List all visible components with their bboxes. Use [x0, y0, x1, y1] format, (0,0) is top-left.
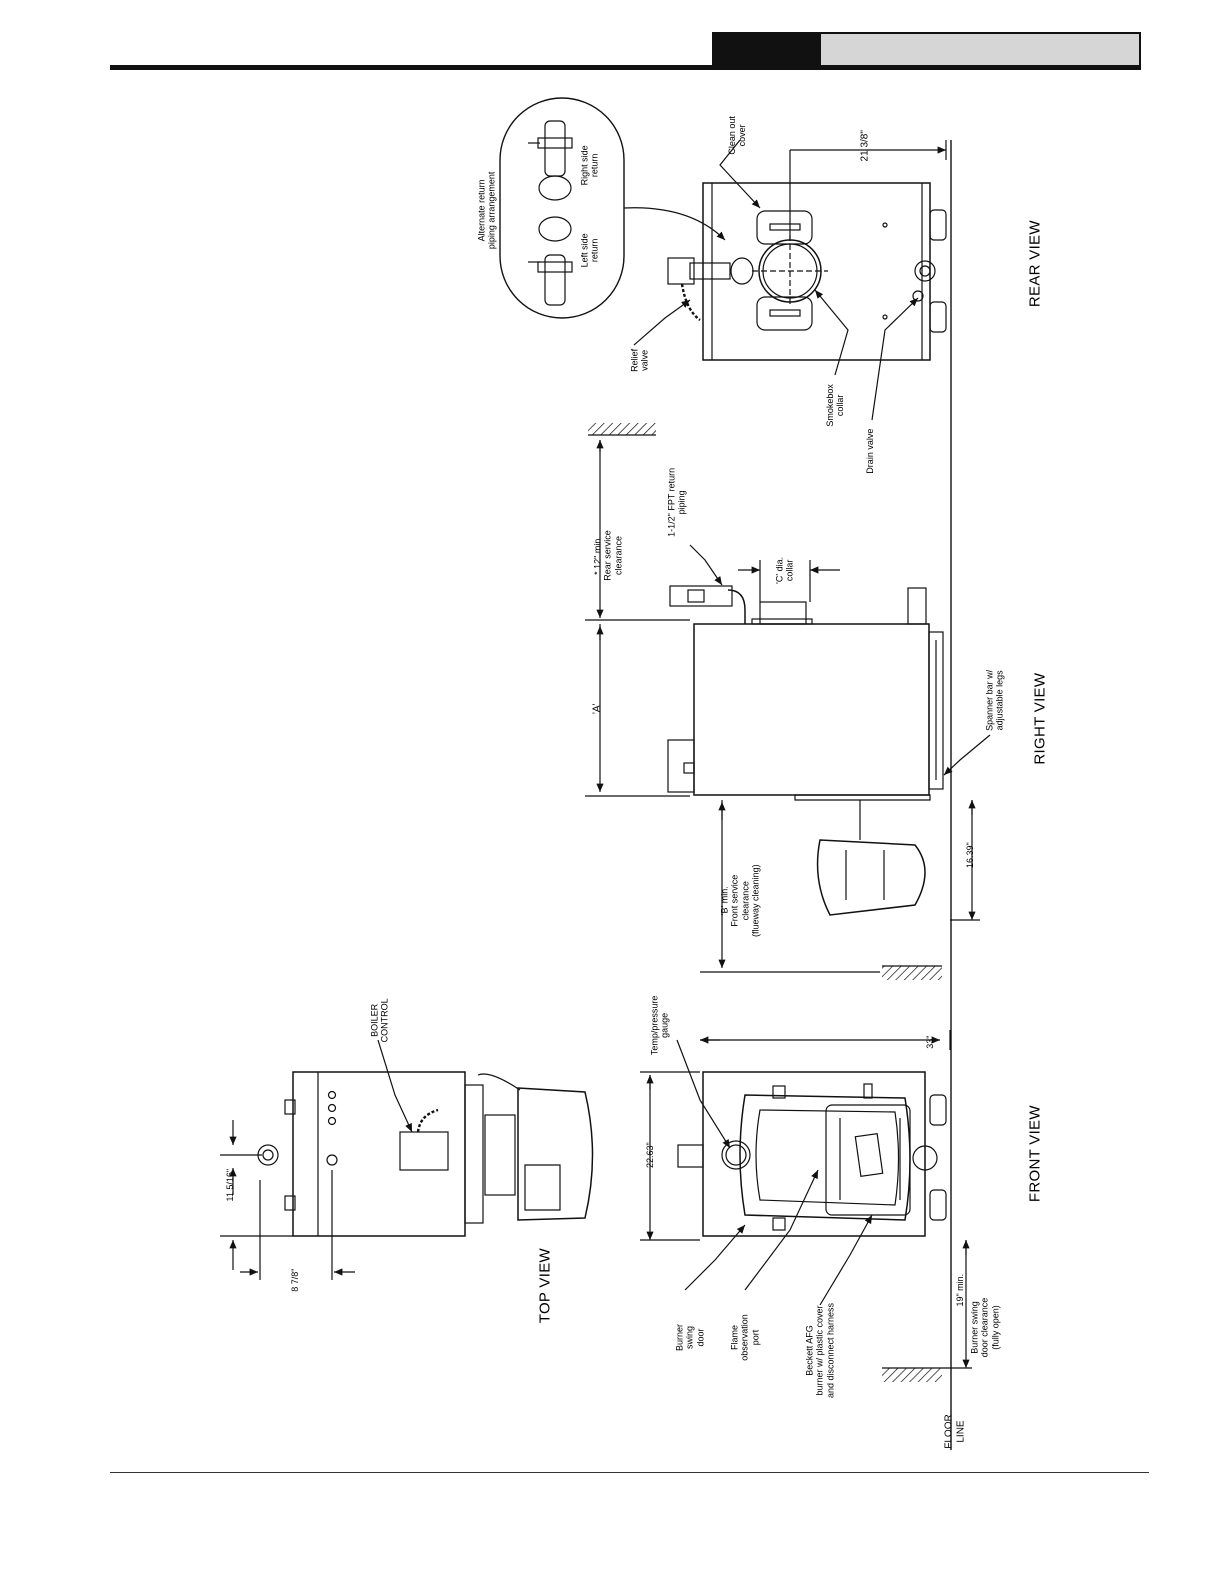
right-view — [585, 423, 991, 980]
beckett-burner-label: Beckett AFG burner w/ plastic cover and … — [804, 1302, 836, 1399]
flame-port-label: Flame observation port — [729, 1314, 761, 1361]
dim-19-min: 19" min. — [954, 1273, 965, 1307]
rear-clearance-label: * 12" min. Rear service clearance — [592, 530, 624, 581]
header-rule — [110, 65, 1141, 70]
alternate-return-detail — [499, 97, 726, 319]
dim-a-label: 'A' — [591, 703, 603, 715]
dim-33: 33" — [924, 1035, 935, 1049]
swing-clearance-label: Burner swing door clearance (fully open) — [969, 1297, 1001, 1358]
drain-valve-label: Drain valve — [864, 428, 875, 474]
top-view-title: TOP VIEW — [536, 1248, 554, 1324]
rear-view — [667, 140, 947, 361]
left-side-return-label: Left side return — [579, 233, 600, 268]
right-view-title: RIGHT VIEW — [1031, 672, 1049, 765]
fpt-return-label: 1-1/2" FPT return piping — [666, 467, 687, 537]
dim-22-63: 22.63" — [644, 1142, 655, 1169]
header-dark-tab — [712, 32, 819, 65]
dim-8-7-8: 8 7/8" — [289, 1268, 300, 1292]
right-side-return-label: Right side return — [579, 145, 600, 186]
header-title-box — [819, 32, 1141, 65]
rear-view-title: REAR VIEW — [1026, 220, 1044, 308]
front-clearance-label: 'B' min. Front service clearance (fluewa… — [719, 864, 761, 937]
collar-dia-label: 'C' dia. collar — [774, 556, 795, 584]
clean-out-cover-label: Clean out cover — [727, 116, 748, 155]
dim-11-5-16: 11 5/16" — [224, 1168, 235, 1202]
boiler-control-label: BOILER CONTROL — [369, 998, 390, 1043]
smokebox-collar-label: Smokebox collar — [825, 384, 846, 427]
floor-line-label: FLOOR LINE — [943, 1414, 967, 1449]
burner-swing-door-label: Burner swing door — [674, 1324, 706, 1352]
footer-rule — [110, 1472, 1149, 1473]
top-view — [220, 1039, 594, 1280]
dim-rear-21: 21 3/8" — [859, 130, 871, 162]
front-view-title: FRONT VIEW — [1026, 1105, 1044, 1203]
dim-16-39: 16.39" — [964, 842, 975, 869]
front-view — [640, 1030, 972, 1382]
alternate-return-label: Alternate return piping arrangement — [476, 171, 497, 250]
temp-gauge-label: Temp/pressure gauge — [649, 995, 670, 1056]
spanner-bar-label: Spanner bar w/ adjustable legs — [984, 669, 1005, 731]
relief-valve-label: Relief valve — [629, 348, 650, 372]
